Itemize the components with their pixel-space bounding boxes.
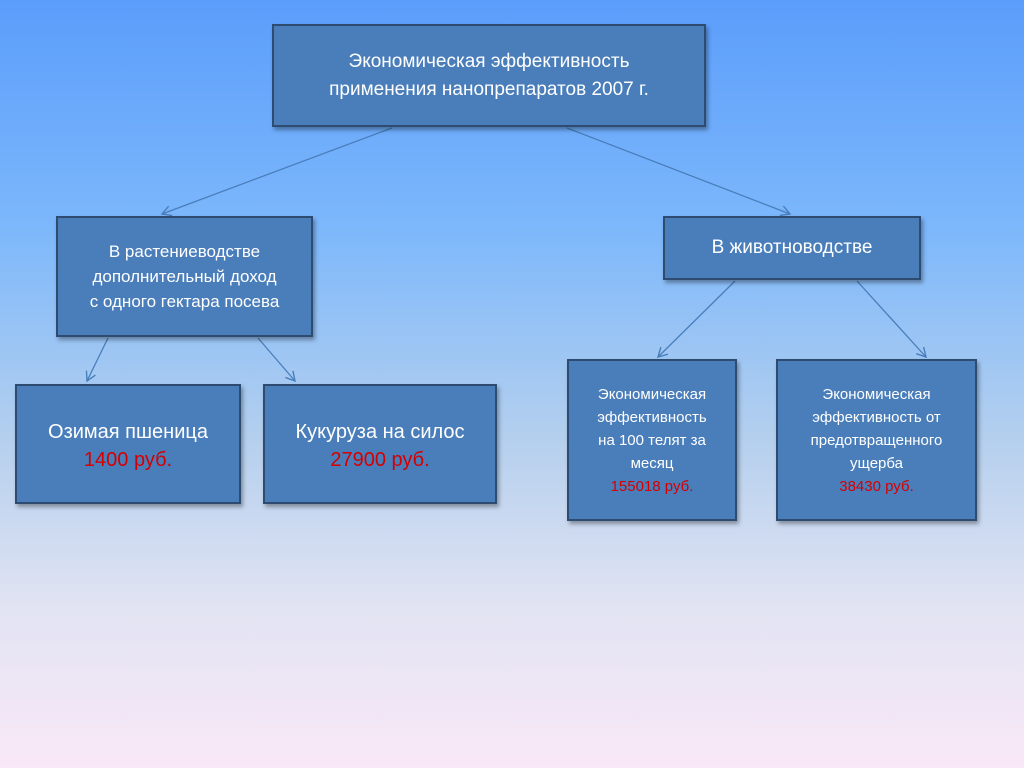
corn-value: 27900 руб. <box>330 449 430 471</box>
animal-husbandry-node-box: В животноводстве <box>663 216 921 280</box>
root-title-line-2: применения нанопрепаратов 2007 г. <box>329 78 649 100</box>
arrow-plant-to-wheat <box>85 337 109 383</box>
calves-value: 155018 руб. <box>610 478 694 495</box>
calves-text-line-1: Экономическая <box>597 386 707 403</box>
damage-text-line-2: эффективность от <box>812 409 941 426</box>
root-node-box: Экономическая эффективность применения н… <box>272 24 706 127</box>
silage-corn-node-box: Кукуруза на силос 27900 руб. <box>263 384 497 504</box>
animal-label: В животноводстве <box>711 237 873 258</box>
arrow-root-to-animal <box>566 127 792 217</box>
calves-efficiency-node-box: Экономическая эффективность на 100 телят… <box>567 359 737 521</box>
calves-text-line-3: на 100 телят за <box>598 432 706 449</box>
plant-text-line-1: В растениеводстве <box>108 242 261 261</box>
wheat-label: Озимая пшеница <box>48 421 208 443</box>
damage-value: 38430 руб. <box>839 478 914 495</box>
plant-text-line-2: дополнительный доход <box>92 267 277 286</box>
plant-text-line-3: с одного гектара посева <box>89 292 280 311</box>
calves-text-line-2: эффективность <box>597 409 707 426</box>
damage-text-line-4: ущерба <box>850 455 903 472</box>
plant-growing-node-box: В растениеводстве дополнительный доход с… <box>56 216 313 337</box>
arrow-plant-to-corn <box>257 337 296 383</box>
root-title-line-1: Экономическая эффективность <box>348 50 630 72</box>
arrow-animal-to-calves <box>656 280 736 359</box>
arrow-animal-to-damage <box>856 280 927 359</box>
wheat-value: 1400 руб. <box>83 449 173 471</box>
corn-label: Кукуруза на силос <box>295 421 465 443</box>
damage-text-line-1: Экономическая <box>822 386 931 403</box>
damage-text-line-3: предотвращенного <box>810 432 943 449</box>
calves-text-line-4: месяц <box>630 455 674 472</box>
winter-wheat-node-box: Озимая пшеница 1400 руб. <box>15 384 241 504</box>
arrow-root-to-plant <box>160 127 393 217</box>
prevented-damage-node-box: Экономическая эффективность от предотвра… <box>776 359 977 521</box>
